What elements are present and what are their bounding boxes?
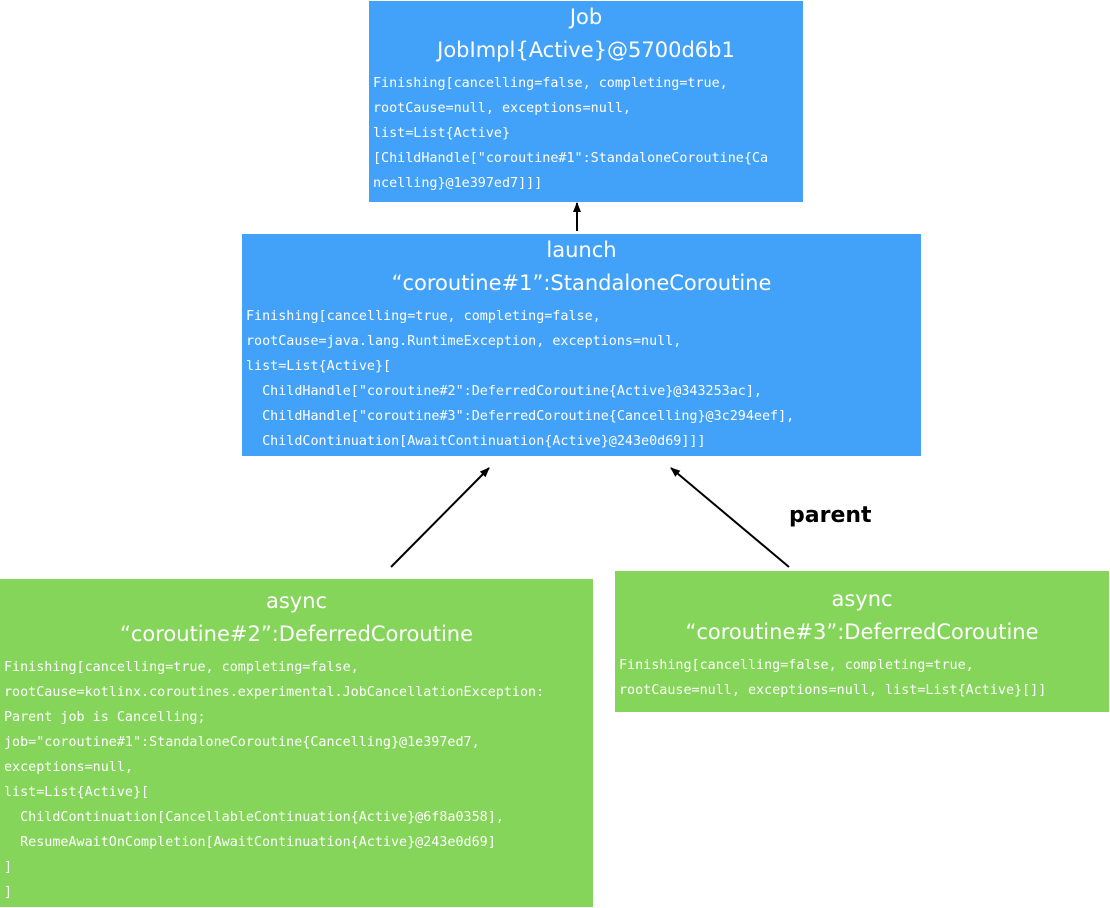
launch-title: launch — [546, 238, 617, 262]
job-title: Job — [569, 5, 603, 29]
arrow-async3-to-launch — [670, 467, 790, 568]
async-coroutine3-subtitle: “coroutine#3”:DeferredCoroutine — [685, 620, 1039, 644]
launch-subtitle: “coroutine#1”:StandaloneCoroutine — [391, 271, 772, 295]
async-coroutine2-box: async “coroutine#2”:DeferredCoroutine Fi… — [0, 579, 593, 907]
async-coroutine3-box: async “coroutine#3”:DeferredCoroutine Fi… — [615, 571, 1109, 712]
job-subtitle: JobImpl{Active}@5700d6b1 — [437, 38, 735, 62]
job-details: Finishing[cancelling=false, completing=t… — [373, 76, 769, 191]
async-coroutine2-subtitle: “coroutine#2”:DeferredCoroutine — [119, 622, 474, 646]
launch-box: launch “coroutine#1”:StandaloneCoroutine… — [242, 234, 921, 456]
async-coroutine3-title: async — [831, 587, 893, 611]
async-coroutine3-details: Finishing[cancelling=false, completing=t… — [619, 658, 1047, 698]
job-box: Job JobImpl{Active}@5700d6b1 Finishing[c… — [369, 1, 803, 202]
launch-details: Finishing[cancelling=true, completing=fa… — [246, 309, 795, 449]
arrow-async2-to-launch — [390, 467, 490, 568]
async-coroutine2-details: Finishing[cancelling=true, completing=fa… — [4, 660, 545, 900]
parent-edge-label: parent — [789, 503, 872, 528]
async-coroutine2-title: async — [265, 589, 328, 613]
